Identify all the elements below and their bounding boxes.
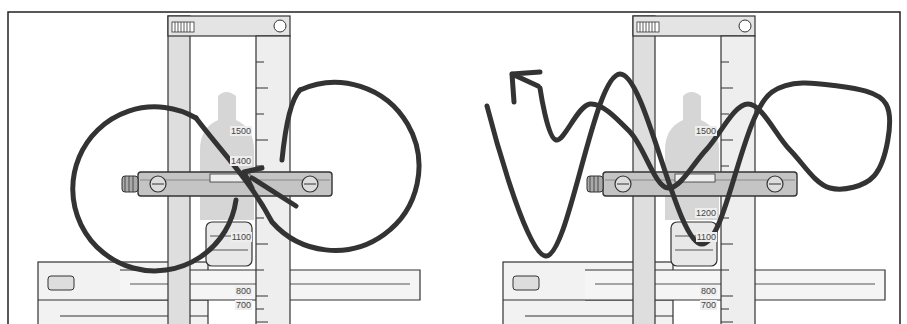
scale-number: 1400 [230, 156, 252, 166]
figure-eight-path [73, 82, 419, 270]
scale-number: 800 [235, 286, 252, 296]
scale-number: 700 [235, 300, 252, 310]
stage-left [38, 16, 420, 324]
scale-number: 1100 [231, 232, 252, 242]
scale-number: 1200 [695, 208, 717, 218]
scale-number: 1500 [695, 126, 717, 136]
scale-number: 1100 [696, 232, 717, 242]
frame [8, 12, 900, 324]
scale-number: 800 [700, 286, 717, 296]
stage-right [503, 16, 885, 324]
serpentine-path [487, 72, 889, 256]
serpentine-curve [487, 74, 889, 256]
scale-number: 1500 [230, 126, 252, 136]
scale-number: 700 [700, 300, 717, 310]
